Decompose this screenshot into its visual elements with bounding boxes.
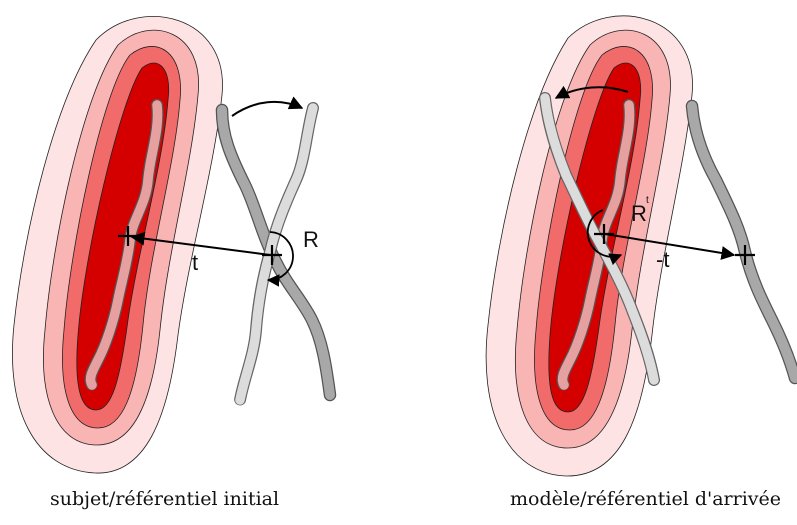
right-translation-label: -t <box>656 247 669 272</box>
left-rotation-arrow-top <box>232 102 302 116</box>
right-caption: modèle/référentiel d'arrivée <box>510 488 781 510</box>
left-caption: subjet/référentiel initial <box>50 488 279 510</box>
left-panel: t R <box>12 16 330 473</box>
right-rotation-superscript: t <box>646 195 649 206</box>
left-rotation-label: R <box>303 227 319 252</box>
right-panel: -t R t <box>486 16 795 476</box>
right-rotation-label: R <box>631 201 647 226</box>
left-translation-label: t <box>192 250 198 275</box>
